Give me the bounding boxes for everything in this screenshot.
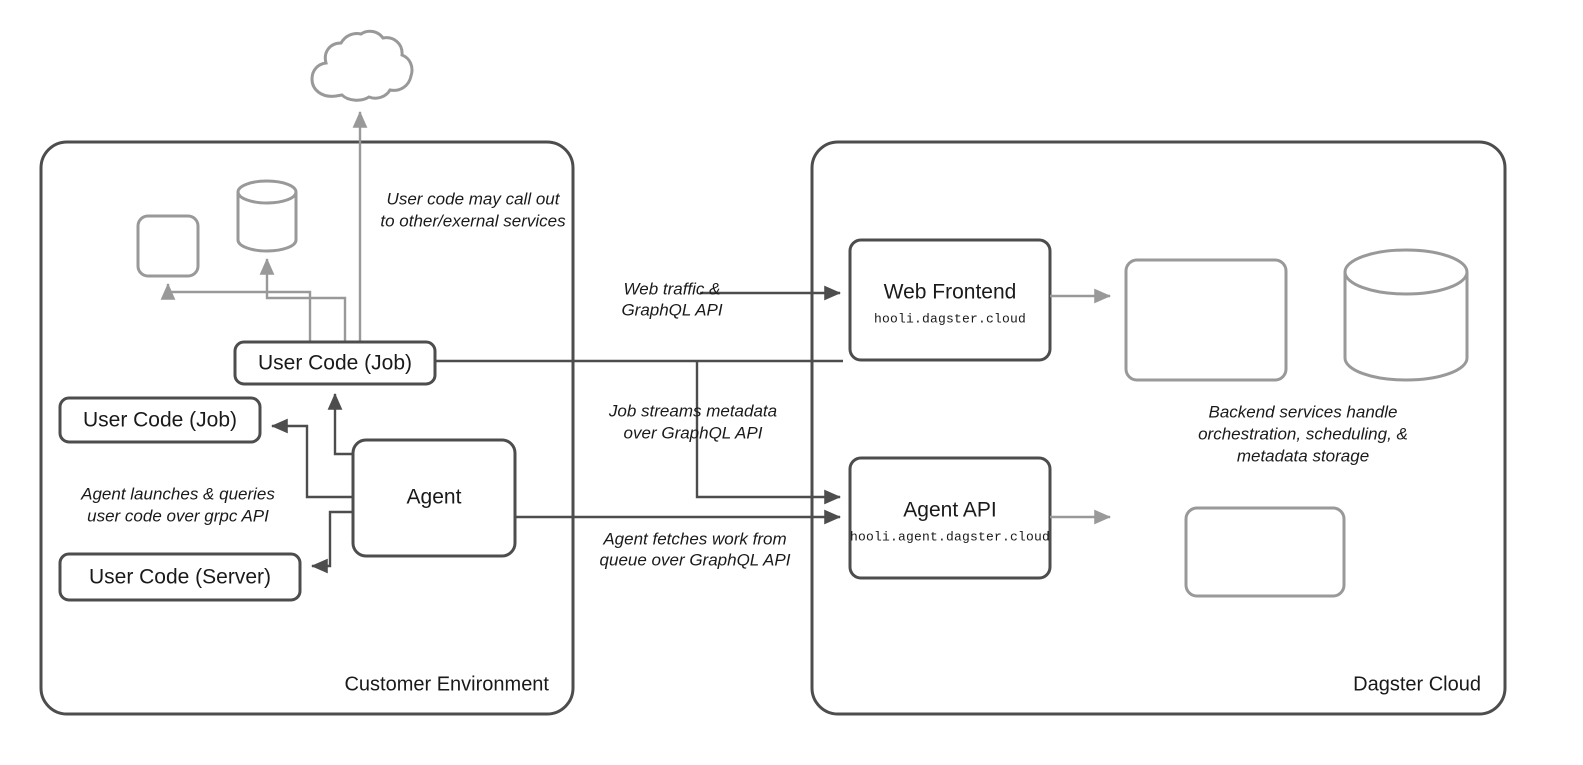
- node-agent[interactable]: Agent: [351, 438, 517, 558]
- external-cloud-shape[interactable]: [310, 29, 414, 102]
- dagster-cloud-label: Dagster Cloud: [1353, 673, 1481, 695]
- annotation-web-traffic: Web traffic & GraphQL API: [621, 279, 722, 319]
- annotation-agent-fetches-line1: Agent fetches work from: [602, 529, 786, 548]
- annotation-external-services-line2: to other/exernal services: [380, 211, 566, 230]
- node-user-code-job-left[interactable]: User Code (Job): [58, 396, 262, 444]
- user-code-job-top-box[interactable]: [233, 340, 437, 386]
- connector-agent-to-usercode-job-top: [327, 392, 353, 456]
- user-code-job-left-box[interactable]: [58, 396, 262, 444]
- backend-cylinder-shape[interactable]: [1343, 248, 1469, 382]
- node-user-code-job-top[interactable]: User Code (Job): [233, 340, 437, 386]
- annotation-agent-fetches: Agent fetches work from queue over Graph…: [600, 529, 791, 569]
- external-cylinder-shape[interactable]: [236, 179, 298, 253]
- annotation-backend-services-line2: orchestration, scheduling, &: [1198, 424, 1408, 443]
- annotation-backend-services-line3: metadata storage: [1237, 446, 1369, 465]
- annotation-job-streams-line1: Job streams metadata: [608, 401, 777, 420]
- annotation-job-streams: Job streams metadata over GraphQL API: [608, 401, 777, 442]
- connector-usercode-to-cylinder: [259, 257, 347, 344]
- connector-usercode-to-square: [160, 282, 312, 344]
- annotation-backend-services-line1: Backend services handle: [1208, 402, 1397, 421]
- node-user-code-server[interactable]: User Code (Server): [58, 552, 302, 602]
- annotation-backend-services: Backend services handle orchestration, s…: [1198, 402, 1408, 465]
- user-code-job-top-label: User Code (Job): [258, 352, 412, 375]
- annotation-web-traffic-line1: Web traffic &: [624, 279, 721, 298]
- annotation-agent-launches-line1: Agent launches & queries: [80, 484, 275, 503]
- annotation-external-services-line1: User code may call out: [387, 189, 561, 208]
- agent-api-label: Agent API: [903, 499, 996, 522]
- customer-environment-label: Customer Environment: [344, 673, 549, 695]
- agent-label: Agent: [407, 486, 462, 509]
- connector-job-streams-to-agent-api: [695, 361, 842, 505]
- annotation-agent-fetches-line2: queue over GraphQL API: [600, 550, 791, 569]
- user-code-server-label: User Code (Server): [89, 566, 271, 589]
- backend-square-bottom-shape[interactable]: [1184, 506, 1346, 598]
- web-frontend-box[interactable]: [848, 238, 1052, 362]
- annotation-agent-launches: Agent launches & queries user code over …: [80, 484, 275, 525]
- annotation-external-services: User code may call out to other/exernal …: [380, 189, 566, 230]
- annotation-job-streams-line2: over GraphQL API: [624, 423, 763, 442]
- external-square-shape[interactable]: [136, 214, 200, 278]
- node-agent-api[interactable]: Agent API hooli.agent.dagster.cloud: [848, 456, 1052, 580]
- agent-api-sublabel: hooli.agent.dagster.cloud: [850, 529, 1050, 544]
- annotation-agent-launches-line2: user code over grpc API: [87, 506, 269, 525]
- annotation-web-traffic-line2: GraphQL API: [621, 300, 722, 319]
- user-code-job-left-label: User Code (Job): [83, 409, 237, 432]
- user-code-server-box[interactable]: [58, 552, 302, 602]
- web-frontend-label: Web Frontend: [884, 281, 1017, 304]
- connector-agent-to-usercode-job-left: [270, 418, 353, 499]
- connector-agent-to-usercode-server: [310, 510, 353, 574]
- web-frontend-sublabel: hooli.dagster.cloud: [874, 311, 1026, 326]
- backend-square-top-shape[interactable]: [1124, 258, 1288, 382]
- node-web-frontend[interactable]: Web Frontend hooli.dagster.cloud: [848, 238, 1052, 362]
